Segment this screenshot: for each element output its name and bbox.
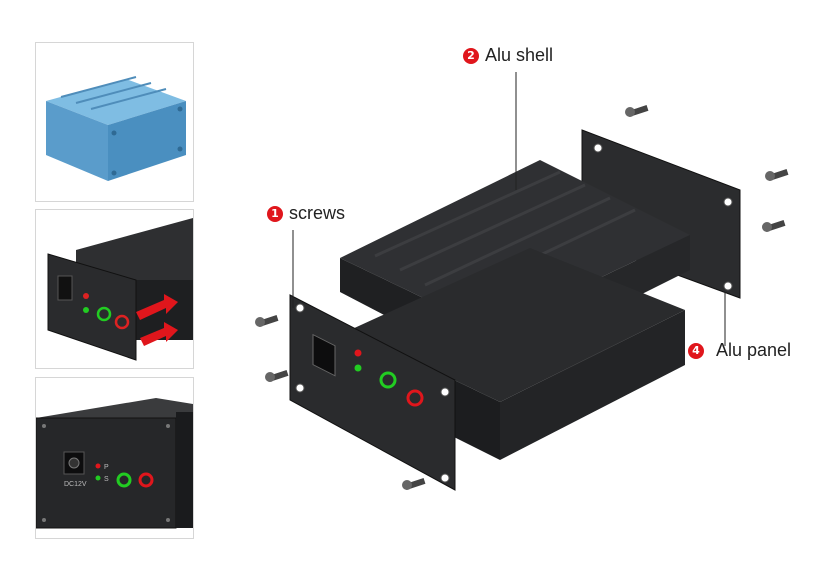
callout-screws: 1 screws bbox=[267, 203, 345, 224]
callout-label: screws bbox=[289, 203, 346, 223]
screw-front-bottom-left bbox=[265, 370, 289, 382]
callout-number-badge: 2 bbox=[463, 47, 479, 64]
callout-alu-shell: 2 Alu shell bbox=[463, 45, 553, 66]
callout-label: Alu panel bbox=[716, 340, 792, 360]
exploded-view-illustration bbox=[255, 72, 789, 491]
thumbnail-front-panel[interactable]: DC12V P S bbox=[35, 377, 194, 539]
callout-label: Alu shell bbox=[485, 45, 554, 65]
thumbnail-blue-enclosure[interactable] bbox=[35, 42, 194, 202]
thumbnail-panel-removal[interactable] bbox=[35, 209, 194, 369]
panel-removal-illustration bbox=[47, 218, 193, 361]
screw-back-right-top bbox=[765, 169, 789, 181]
front-panel-illustration: DC12V P S bbox=[36, 398, 193, 529]
callout-number-badge: 1 bbox=[267, 205, 283, 222]
screw-front-bottom-right bbox=[402, 478, 426, 490]
panel-power-label: DC12V bbox=[64, 481, 87, 488]
callout-number-badge: 4 bbox=[688, 342, 704, 359]
screw-front-top-left bbox=[255, 315, 279, 327]
screw-back-right-bottom bbox=[762, 220, 786, 232]
panel-led-p-label: P bbox=[104, 464, 109, 471]
callout-alu-panel: 4 Alu panel bbox=[688, 340, 791, 361]
screw-back-top bbox=[625, 105, 649, 117]
blue-enclosure-illustration bbox=[46, 76, 186, 181]
panel-led-s-label: S bbox=[104, 476, 109, 483]
